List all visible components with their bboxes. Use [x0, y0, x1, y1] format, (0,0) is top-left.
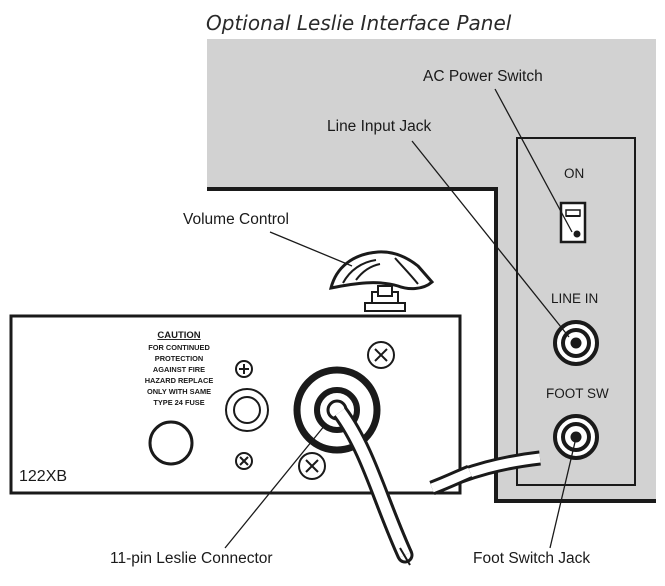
ac-power-switch[interactable]: [559, 201, 587, 244]
leslie-connector-callout: 11-pin Leslie Connector: [110, 550, 273, 567]
caution-line: PROTECTION: [155, 354, 203, 363]
interface-inner-panel: [516, 137, 636, 486]
amp-body-outline: [207, 187, 656, 503]
volume-control-knob[interactable]: [328, 250, 435, 312]
line-input-jack[interactable]: [553, 320, 599, 366]
caution-heading: CAUTION: [157, 330, 200, 341]
model-label: 122XB: [19, 468, 67, 485]
line-in-label: LINE IN: [551, 291, 598, 306]
caution-line: ONLY WITH SAME: [147, 387, 211, 396]
caution-line: AGAINST FIRE: [153, 365, 205, 374]
ac-power-switch-callout: AC Power Switch: [423, 68, 543, 85]
connector-screw-icon: [298, 452, 326, 480]
fuse-holder[interactable]: [148, 420, 194, 466]
line-input-jack-callout: Line Input Jack: [327, 118, 432, 135]
plus-screw-icon: [235, 360, 253, 378]
leader-line: [269, 231, 353, 267]
leader-line: [411, 140, 570, 338]
caution-label: CAUTION FOR CONTINUED PROTECTION AGAINST…: [145, 330, 214, 407]
on-label: ON: [564, 166, 584, 181]
leader-line: [494, 88, 573, 233]
leader-line: [224, 424, 326, 549]
leader-line: [549, 441, 576, 549]
volume-control-callout: Volume Control: [183, 211, 289, 228]
caution-line: HAZARD REPLACE: [145, 376, 214, 385]
caution-line: FOR CONTINUED: [148, 343, 210, 352]
foot-switch-jack[interactable]: [553, 414, 599, 460]
diagram-title: Optional Leslie Interface Panel: [206, 11, 512, 35]
caution-line: TYPE 24 FUSE: [153, 398, 204, 407]
pilot-lamp: [225, 388, 269, 432]
foot-sw-label: FOOT SW: [546, 386, 609, 401]
connector-screw-icon: [367, 341, 395, 369]
leslie-cable-front: [333, 406, 473, 566]
cross-screw-icon: [235, 452, 253, 470]
foot-switch-jack-callout: Foot Switch Jack: [473, 550, 590, 567]
